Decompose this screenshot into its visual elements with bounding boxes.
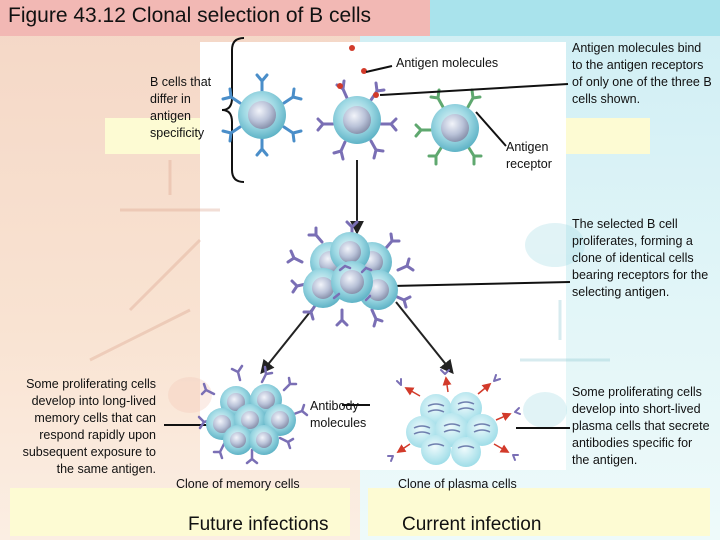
arrow-to-memory-cells (260, 301, 319, 375)
background-band-bottom-left (10, 488, 350, 536)
current-infection-label: Current infection (402, 514, 542, 535)
antigen-receptor-label: Antigen receptor (506, 140, 552, 171)
b-cell-green (414, 88, 483, 166)
clone-memory-label: Clone of memory cells (176, 477, 300, 491)
antibody-molecules-label: Antibody molecules (310, 399, 367, 430)
plasma-note-label: Some proliferating cells develop into sh… (572, 385, 710, 467)
proliferates-note-leader (391, 281, 571, 287)
clone-plasma-label: Clone of plasma cells (398, 477, 517, 491)
plasma-cells-clone (387, 369, 521, 467)
future-infections-label: Future infections (188, 514, 329, 535)
memory-note-label: Some proliferating cells develop into lo… (22, 377, 156, 476)
title-bar-right (430, 0, 720, 36)
background-band-bottom-right (368, 488, 710, 536)
bind-note-label: Antigen molecules bind to the antigen re… (572, 41, 712, 106)
antigen-receptor-leader (475, 111, 507, 147)
memory-cells-clone (197, 364, 309, 465)
proliferates-note-label: The selected B cell proliferates, formin… (572, 217, 709, 299)
b-cell-blue (221, 73, 303, 157)
curly-bracket (221, 37, 245, 183)
arrow-to-plasma-cells (395, 301, 454, 375)
b-cells-specificity-label: B cells that differ in antigen specifici… (150, 75, 212, 140)
antigen-molecules (337, 45, 379, 98)
background-decor (89, 160, 610, 428)
figure-title: Figure 43.12 Clonal selection of B cells (8, 4, 372, 27)
antigen-molecules-label: Antigen molecules (396, 56, 499, 70)
antigen-molecules-leader (365, 65, 393, 73)
title-bar (0, 0, 430, 36)
bind-note-leader (379, 83, 569, 96)
b-cell-purple-selected (316, 79, 398, 161)
proliferating-clone (286, 220, 415, 328)
